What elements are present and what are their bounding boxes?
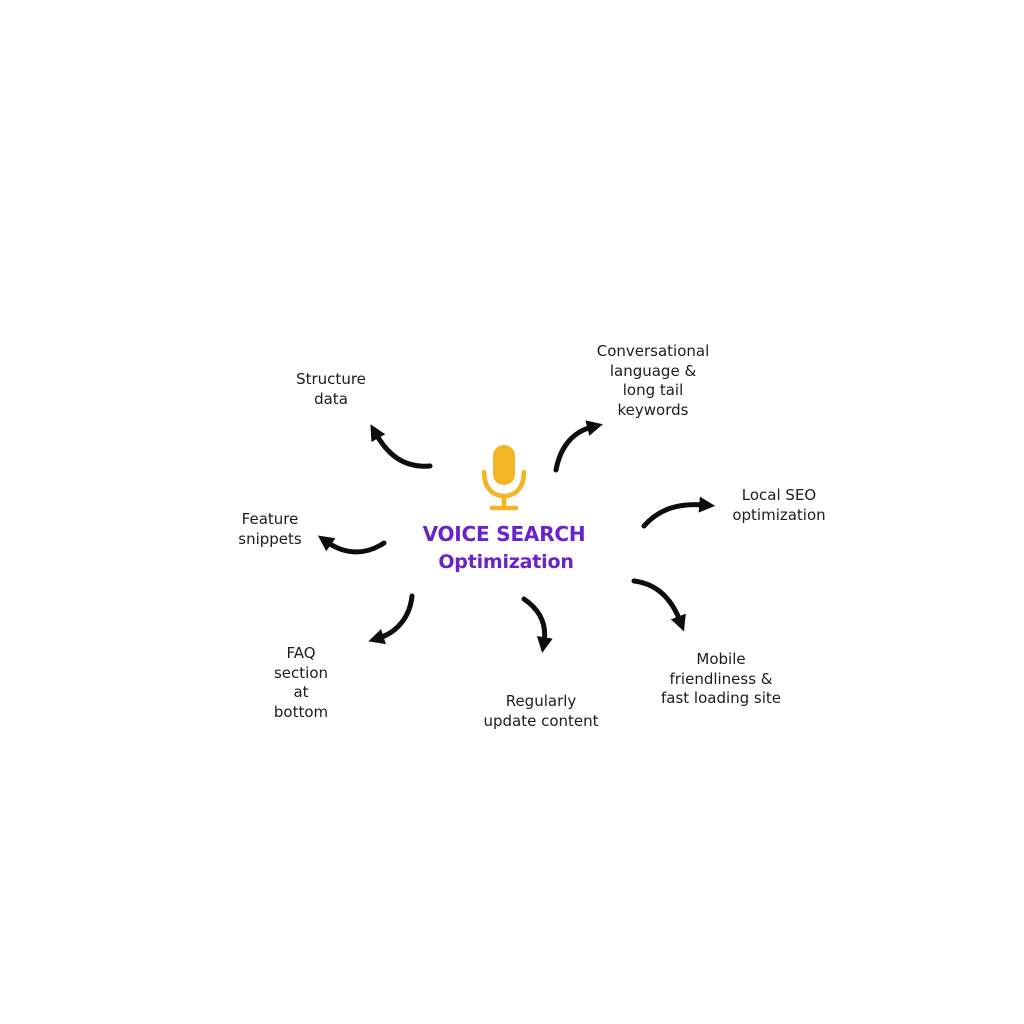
node-regularly-update: Regularly update content bbox=[483, 692, 599, 730]
arrow-conversational-language bbox=[553, 420, 603, 473]
microphone-icon bbox=[481, 445, 527, 511]
node-mobile-friendliness: Mobile friendliness & fast loading site bbox=[660, 650, 782, 707]
arrow-feature-snippets bbox=[317, 535, 387, 555]
arrow-regularly-update bbox=[521, 596, 553, 654]
node-local-seo: Local SEO optimization bbox=[732, 486, 826, 524]
arrow-mobile-friendliness bbox=[631, 578, 686, 632]
center-subtitle: Optimization bbox=[438, 551, 574, 573]
arrow-local-seo bbox=[641, 496, 716, 529]
node-feature-snippets: Feature snippets bbox=[238, 510, 302, 548]
node-faq-section: FAQ section at bottom bbox=[273, 644, 329, 721]
node-conversational-language: Conversational language & long tail keyw… bbox=[596, 342, 710, 419]
arrow-structure-data bbox=[370, 424, 433, 469]
center-title: VOICE SEARCH bbox=[422, 522, 586, 546]
arrow-faq-section bbox=[368, 593, 415, 645]
node-structure-data: Structure data bbox=[296, 370, 366, 408]
